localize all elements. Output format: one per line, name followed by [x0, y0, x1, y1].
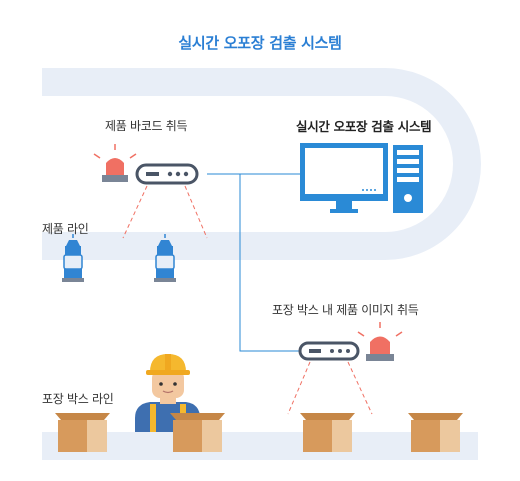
- connection-line-2: [239, 174, 300, 352]
- scan-beam: [184, 185, 208, 239]
- page-title: 실시간 오포장 검출 시스템: [178, 34, 342, 52]
- box-icon: [55, 413, 110, 452]
- box-icon: [170, 413, 225, 452]
- scan-beam: [347, 361, 373, 415]
- bottle-icon: [154, 234, 176, 282]
- barcode-scanner-icon: [298, 341, 360, 361]
- monitor-icon: [300, 143, 388, 213]
- barcode-scanner-icon: [135, 163, 199, 185]
- label-product-barcode: 제품 바코드 취득: [105, 119, 188, 133]
- alarm-light-icon: [357, 322, 403, 361]
- label-system: 실시간 오포장 검출 시스템: [296, 119, 432, 134]
- bottle-icon: [62, 234, 84, 282]
- box-conveyor-track: [42, 432, 478, 460]
- alarm-light-icon: [93, 144, 137, 182]
- label-box-image: 포장 박스 내 제품 이미지 취득: [272, 303, 419, 317]
- scan-beam: [287, 361, 311, 415]
- box-icon: [408, 413, 463, 452]
- product-conveyor-track: [42, 68, 481, 260]
- box-icon: [300, 413, 355, 452]
- computer-tower-icon: [393, 145, 423, 213]
- label-box-line: 포장 박스 라인: [42, 392, 114, 406]
- label-product-line: 제품 라인: [42, 222, 89, 236]
- scan-beam: [122, 185, 148, 239]
